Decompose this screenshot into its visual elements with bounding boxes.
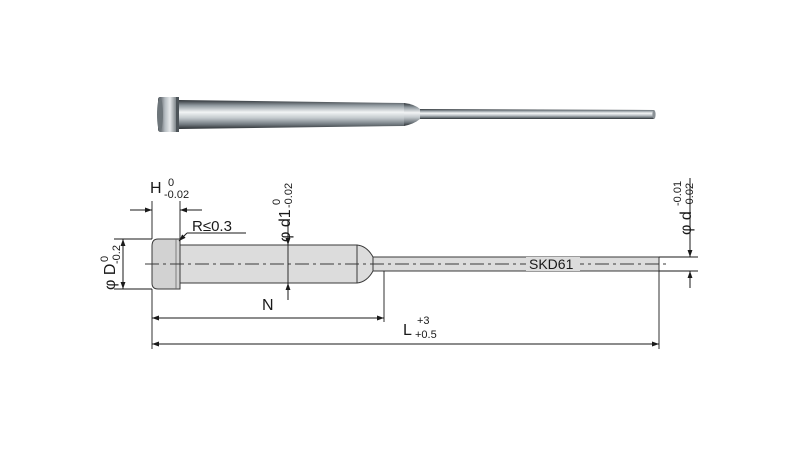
- dim-d-symbol: φ d: [678, 211, 695, 235]
- pin-photo: [157, 97, 656, 132]
- dim-N-symbol: N: [262, 297, 274, 314]
- dim-H-upper: 0: [168, 177, 174, 189]
- dim-L-symbol: L: [403, 322, 412, 339]
- dim-D-upper: 0: [99, 256, 111, 262]
- pin-photo-body: [178, 100, 404, 129]
- material-label: SKD61: [526, 256, 580, 272]
- dim-d1-lower: -0.02: [283, 183, 295, 208]
- dim-d1-symbol: φ d1: [277, 209, 294, 242]
- dim-D-lower: -0.2: [111, 245, 123, 264]
- dim-R: R≤0.3: [178, 218, 246, 242]
- dim-d: φ d -0.01 -0.02: [659, 178, 698, 288]
- material-label-text: SKD61: [529, 256, 574, 272]
- dim-L-upper: +3: [417, 315, 430, 327]
- dim-H-symbol: H: [150, 180, 162, 197]
- dim-d1-upper: 0: [271, 199, 283, 205]
- dim-N: N: [151, 271, 385, 349]
- dim-L-lower: +0.5: [415, 329, 437, 341]
- pin-photo-tip: [652, 110, 656, 119]
- dim-d-upper: -0.01: [672, 181, 684, 206]
- pin-drawing: [145, 238, 668, 290]
- dim-D-symbol: φ D: [102, 264, 119, 290]
- pin-photo-taper: [404, 103, 420, 126]
- dim-d-lower: -0.02: [684, 183, 696, 208]
- dim-L: L +3 +0.5: [152, 271, 660, 349]
- dim-R-text: R≤0.3: [192, 218, 232, 235]
- pin-photo-shank: [420, 109, 654, 119]
- dim-d1: φ d1 0 -0.02: [271, 183, 295, 300]
- pin-photo-head: [158, 97, 178, 132]
- dim-H: H 0 -0.02: [130, 177, 202, 239]
- pin-photo-head-face: [157, 97, 163, 132]
- dim-H-lower: -0.02: [164, 189, 189, 201]
- dim-D: φ D 0 -0.2: [99, 238, 152, 290]
- pin-photo-head-rim: [176, 97, 179, 132]
